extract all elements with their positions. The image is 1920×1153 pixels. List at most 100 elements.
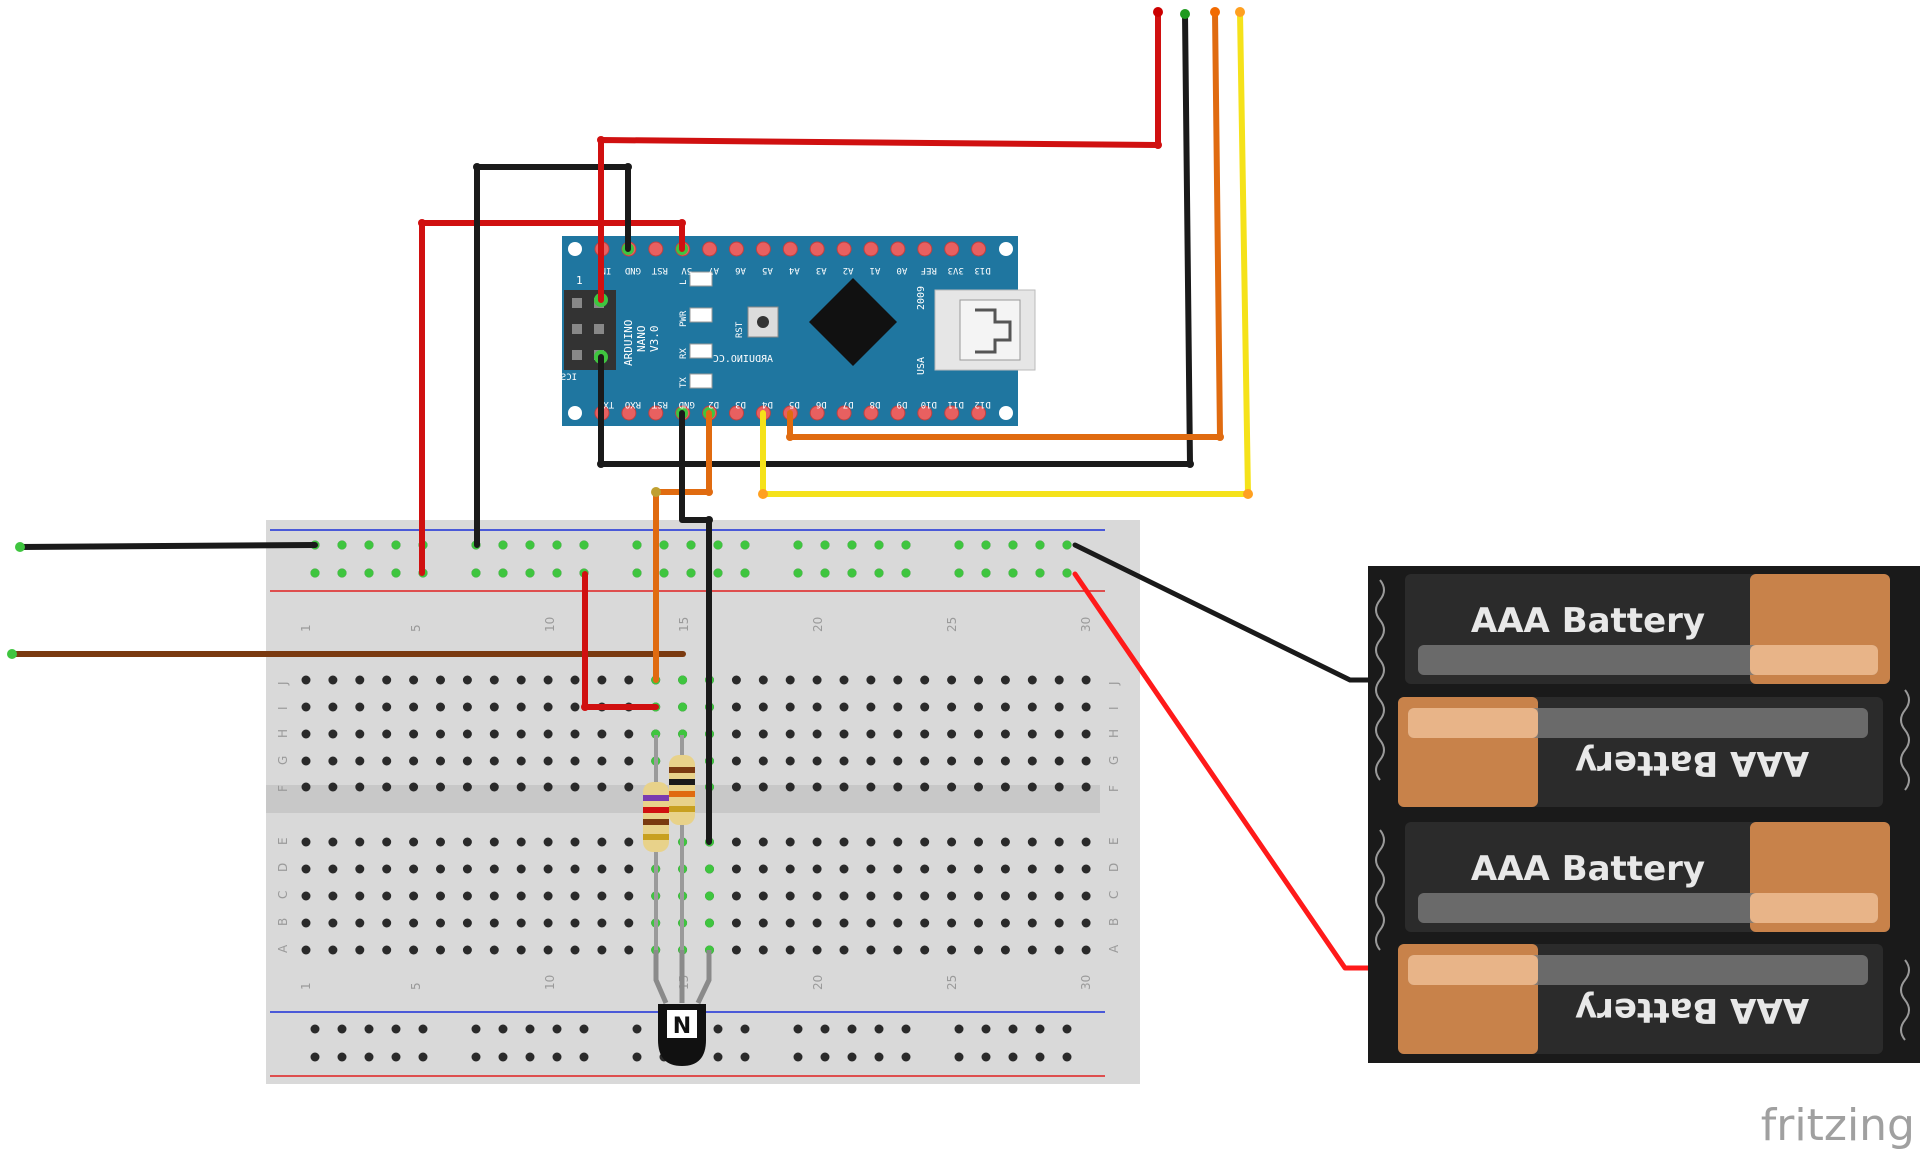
breadboard-hole[interactable] (355, 675, 365, 685)
nano-pin[interactable] (809, 405, 825, 421)
breadboard-hole[interactable] (1027, 782, 1037, 792)
rail-hole[interactable] (418, 1024, 428, 1034)
rail-hole[interactable] (874, 1052, 884, 1062)
rail-hole[interactable] (364, 1052, 374, 1062)
breadboard-hole[interactable] (1000, 837, 1010, 847)
breadboard-hole[interactable] (866, 891, 876, 901)
breadboard-hole[interactable] (328, 782, 338, 792)
wire-orange-external[interactable] (787, 9, 1223, 440)
breadboard-hole[interactable] (382, 891, 392, 901)
resistor-2[interactable] (669, 755, 695, 825)
breadboard-hole[interactable] (839, 864, 849, 874)
breadboard-hole[interactable] (624, 729, 634, 739)
breadboard-hole[interactable] (328, 756, 338, 766)
breadboard-hole[interactable] (409, 918, 419, 928)
breadboard-hole[interactable] (758, 702, 768, 712)
rail-hole[interactable] (981, 1024, 991, 1034)
breadboard-hole[interactable] (974, 756, 983, 766)
breadboard-hole[interactable] (1054, 782, 1064, 792)
breadboard-hole[interactable] (1000, 891, 1010, 901)
breadboard-hole[interactable] (1027, 945, 1037, 955)
wire-black-external[interactable] (598, 11, 1193, 467)
breadboard-hole[interactable] (489, 945, 499, 955)
rail-hole[interactable] (498, 1052, 508, 1062)
breadboard-hole[interactable] (785, 675, 795, 685)
rail-hole[interactable] (525, 1052, 535, 1062)
rail-hole[interactable] (901, 1052, 911, 1062)
breadboard-hole[interactable] (409, 864, 419, 874)
breadboard-hole[interactable] (489, 702, 499, 712)
breadboard-hole[interactable] (543, 675, 553, 685)
breadboard-hole[interactable] (570, 729, 580, 739)
breadboard-hole[interactable] (409, 891, 419, 901)
breadboard-hole[interactable] (920, 945, 930, 955)
breadboard-hole[interactable] (462, 837, 472, 847)
battery-pack[interactable]: AAA Battery AAA Battery AAA Battery AAA … (1368, 566, 1920, 1063)
breadboard-hole[interactable] (436, 945, 445, 955)
rail-hole[interactable] (391, 1052, 401, 1062)
breadboard-hole[interactable] (570, 891, 580, 901)
rail-hole[interactable] (793, 1024, 803, 1034)
breadboard-hole[interactable] (812, 756, 822, 766)
breadboard-hole[interactable] (436, 837, 445, 847)
breadboard-hole[interactable] (785, 864, 795, 874)
breadboard-hole[interactable] (328, 945, 338, 955)
breadboard-hole[interactable] (893, 864, 903, 874)
breadboard-hole[interactable] (409, 729, 419, 739)
breadboard-hole[interactable] (489, 918, 499, 928)
rail-hole[interactable] (418, 1052, 428, 1062)
breadboard-hole[interactable] (328, 702, 338, 712)
breadboard-hole[interactable] (893, 756, 903, 766)
breadboard-hole[interactable] (1027, 864, 1037, 874)
rail-hole[interactable] (1062, 1052, 1072, 1062)
breadboard-hole[interactable] (1000, 945, 1010, 955)
breadboard-hole[interactable] (409, 945, 419, 955)
breadboard-hole[interactable] (947, 756, 957, 766)
breadboard-hole[interactable] (785, 891, 795, 901)
breadboard-hole[interactable] (597, 756, 607, 766)
rail-hole[interactable] (874, 1024, 884, 1034)
breadboard-hole[interactable] (382, 702, 392, 712)
breadboard-hole[interactable] (1054, 702, 1064, 712)
breadboard-hole[interactable] (920, 702, 930, 712)
breadboard-hole[interactable] (597, 891, 607, 901)
breadboard-hole[interactable] (731, 864, 741, 874)
breadboard-hole[interactable] (785, 702, 795, 712)
breadboard-hole[interactable] (301, 918, 311, 928)
rail-hole[interactable] (954, 1052, 964, 1062)
breadboard-hole[interactable] (1054, 918, 1064, 928)
breadboard-hole[interactable] (947, 702, 957, 712)
breadboard-hole[interactable] (436, 675, 445, 685)
breadboard-hole[interactable] (301, 945, 311, 955)
breadboard-hole[interactable] (436, 729, 445, 739)
breadboard-hole[interactable] (920, 891, 930, 901)
breadboard-hole[interactable] (1000, 782, 1010, 792)
breadboard-hole[interactable] (516, 891, 526, 901)
breadboard-hole[interactable] (516, 675, 526, 685)
breadboard-hole[interactable] (355, 756, 365, 766)
breadboard-hole[interactable] (785, 782, 795, 792)
breadboard-hole[interactable] (328, 891, 338, 901)
nano-pin[interactable] (702, 241, 718, 257)
breadboard-hole[interactable] (543, 702, 553, 712)
nano-pin[interactable] (971, 405, 987, 421)
breadboard-hole[interactable] (731, 837, 741, 847)
breadboard-hole[interactable] (866, 729, 876, 739)
breadboard-hole[interactable] (812, 891, 822, 901)
breadboard-hole[interactable] (382, 945, 392, 955)
breadboard-hole[interactable] (516, 756, 526, 766)
breadboard-hole[interactable] (543, 918, 553, 928)
breadboard-hole[interactable] (947, 782, 957, 792)
breadboard-hole[interactable] (758, 891, 768, 901)
rail-hole[interactable] (1008, 1052, 1018, 1062)
nano-pin[interactable] (836, 405, 852, 421)
breadboard-hole[interactable] (947, 864, 957, 874)
breadboard-hole[interactable] (812, 675, 822, 685)
nano-pin[interactable] (944, 405, 960, 421)
nano-pin[interactable] (836, 241, 852, 257)
breadboard-hole[interactable] (489, 782, 499, 792)
nano-pin[interactable] (648, 405, 664, 421)
breadboard-hole[interactable] (785, 837, 795, 847)
breadboard-hole[interactable] (1027, 918, 1037, 928)
